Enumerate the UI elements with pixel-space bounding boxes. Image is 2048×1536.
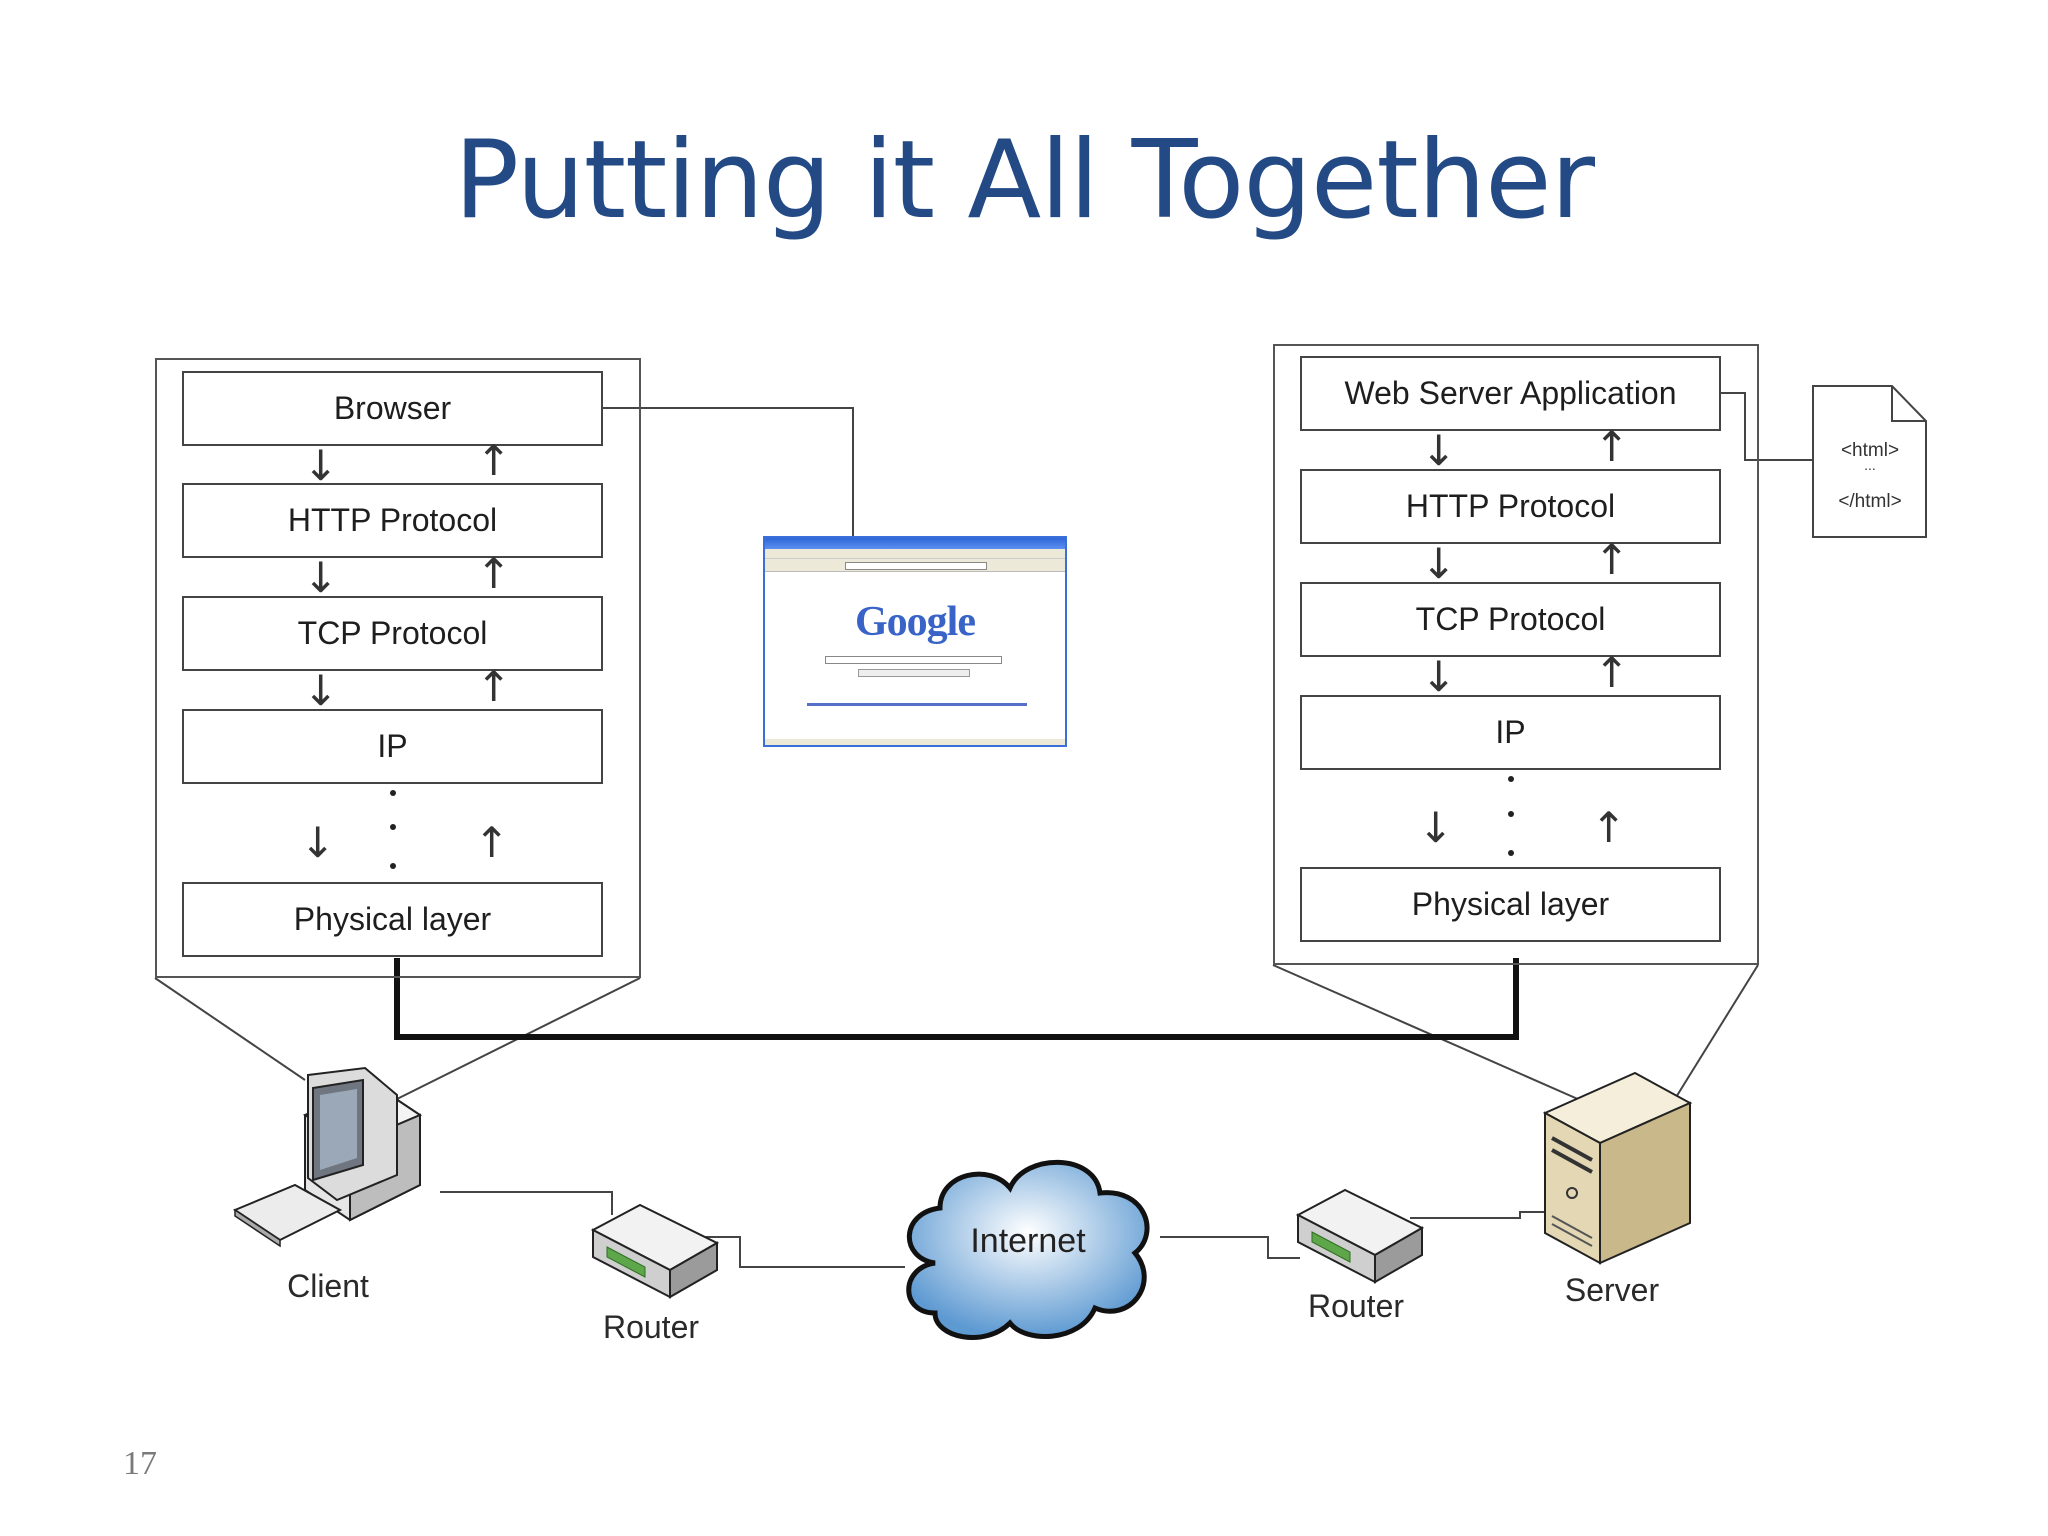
client-physical-layer: Physical layer: [182, 882, 603, 957]
client-label: Client: [287, 1268, 369, 1304]
search-box: [825, 656, 1002, 664]
down-arrow-icon: ↓: [300, 818, 336, 867]
html-ellipsis: ...: [1864, 457, 1876, 473]
up-arrow-icon: ↑: [474, 818, 510, 867]
up-arrow-icon: ↑: [1594, 422, 1630, 471]
google-logo: Google: [855, 599, 976, 645]
html-close-tag: </html>: [1838, 491, 1902, 512]
window-titlebar: [765, 538, 1065, 549]
up-arrow-icon: ↑: [1591, 803, 1627, 852]
page-number: 17: [123, 1445, 157, 1482]
window-menubar: [765, 549, 1065, 559]
server-ip-layer: IP: [1300, 695, 1721, 770]
router-right-icon: [1295, 1188, 1425, 1284]
up-arrow-icon: ↑: [476, 662, 512, 711]
browser-window-screenshot: Google: [763, 536, 1067, 747]
up-arrow-icon: ↑: [1594, 648, 1630, 697]
window-statusbar: [765, 739, 1065, 745]
router-left-icon: [590, 1203, 720, 1299]
link-row: [807, 703, 1027, 706]
down-arrow-icon: ↓: [303, 441, 339, 490]
internet-cloud-icon: [906, 1159, 1150, 1340]
down-arrow-icon: ↓: [1421, 652, 1457, 701]
client-http-layer: HTTP Protocol: [182, 483, 603, 558]
router-left-label: Router: [602, 1309, 700, 1345]
client-browser-layer: Browser: [182, 371, 603, 446]
down-arrow-icon: ↓: [1421, 539, 1457, 588]
down-arrow-icon: ↓: [1418, 803, 1454, 852]
server-tcp-layer: TCP Protocol: [1300, 582, 1721, 657]
window-toolbar: [765, 559, 1065, 572]
server-physical-layer: Physical layer: [1300, 867, 1721, 942]
up-arrow-icon: ↑: [1594, 535, 1630, 584]
down-arrow-icon: ↓: [1421, 426, 1457, 475]
html-document-icon: <html> ... </html>: [1812, 385, 1928, 539]
slide-title: Putting it All Together: [454, 118, 1595, 243]
server-label: Server: [1564, 1272, 1660, 1308]
server-webapp-layer: Web Server Application: [1300, 356, 1721, 431]
ellipsis-dots-icon: [1508, 776, 1514, 856]
router-right-label: Router: [1307, 1288, 1405, 1324]
server-http-layer: HTTP Protocol: [1300, 469, 1721, 544]
up-arrow-icon: ↑: [476, 549, 512, 598]
client-ip-layer: IP: [182, 709, 603, 784]
internet-label: Internet: [970, 1222, 1086, 1260]
server-stack-frame: [1273, 344, 1759, 965]
client-tcp-layer: TCP Protocol: [182, 596, 603, 671]
up-arrow-icon: ↑: [476, 436, 512, 485]
ellipsis-dots-icon: [390, 790, 396, 869]
client-stack-frame: [155, 358, 641, 978]
client-computer-icon: [232, 1066, 423, 1248]
down-arrow-icon: ↓: [303, 666, 339, 715]
down-arrow-icon: ↓: [303, 553, 339, 602]
server-icon: [1542, 1071, 1693, 1265]
search-buttons: [858, 669, 970, 677]
html-open-tag: <html>: [1840, 440, 1900, 461]
